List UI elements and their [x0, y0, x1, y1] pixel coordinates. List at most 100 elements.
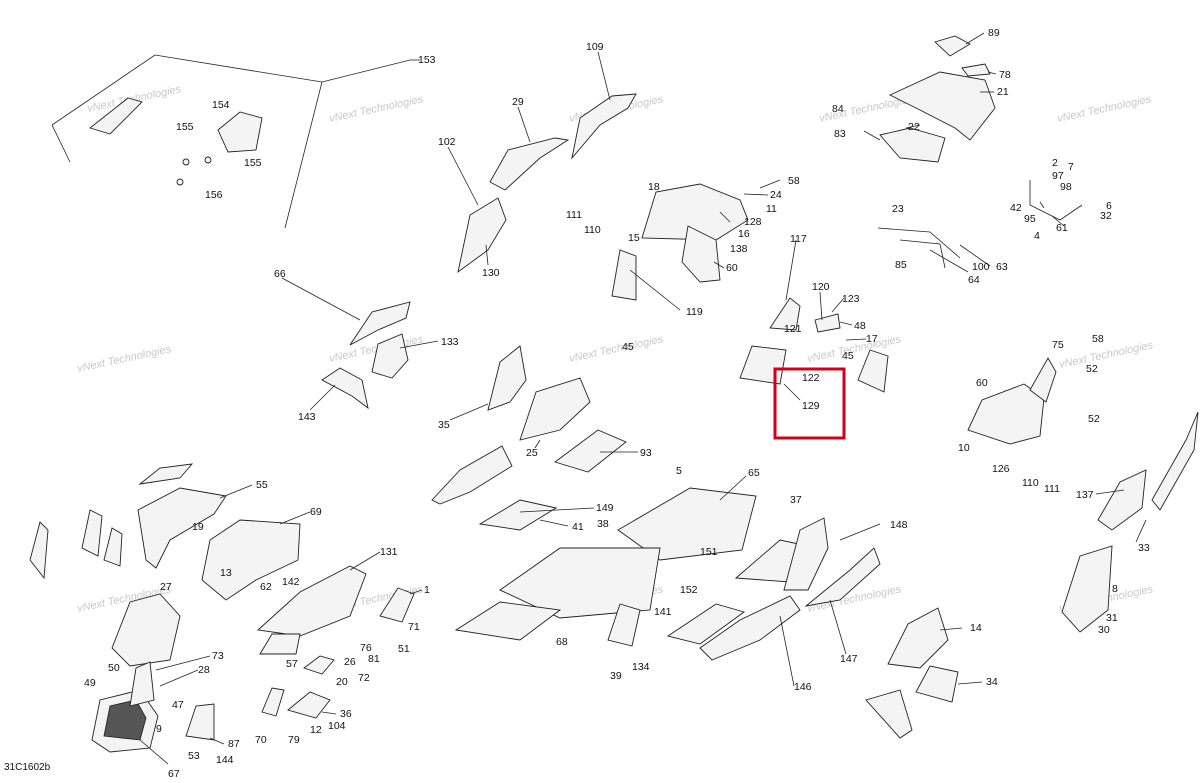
frame-69 [201, 519, 301, 601]
part-27b [81, 509, 103, 557]
watermark: vNext Technologies [568, 333, 664, 365]
panel-131 [256, 565, 367, 637]
panel-36 [287, 691, 331, 719]
part-133 [371, 333, 409, 379]
callout-label: 47 [172, 699, 184, 711]
callout-label: 31 [1106, 612, 1118, 624]
callout-label: 8 [1112, 583, 1118, 595]
mirror-housing [217, 111, 263, 153]
callout-label: 27 [160, 581, 172, 593]
tray-83 [879, 127, 946, 163]
callout-label: 29 [512, 96, 524, 108]
callout-label: 50 [108, 662, 120, 674]
highlight-label: 129 [802, 400, 820, 412]
callout-label: 120 [812, 281, 830, 293]
part-45 [857, 349, 889, 393]
callout-label: 65 [748, 467, 760, 479]
callout-labels: 153 154 155 155 156 109 29 102 130 89 78… [84, 27, 1150, 780]
callout-label: 100 [972, 261, 990, 273]
callout-label: 64 [968, 274, 980, 286]
callout-label: 152 [680, 584, 698, 596]
callout-label: 35 [438, 419, 450, 431]
callout-label: 45 [842, 350, 854, 362]
callout-label: 111 [566, 209, 582, 221]
callout-label: 98 [1060, 181, 1072, 193]
highlight-group[interactable]: 129 [773, 367, 846, 440]
part-bumper [111, 593, 181, 667]
callout-label: 109 [586, 41, 604, 53]
callout-label: 22 [908, 121, 920, 133]
mirror-outline [51, 54, 411, 229]
panel-102 [457, 197, 507, 274]
callout-label: 148 [890, 519, 908, 531]
callout-label: 19 [192, 521, 204, 533]
callout-label: 154 [212, 99, 230, 111]
callout-label: 147 [840, 653, 858, 665]
screw [182, 158, 190, 166]
pillar-109 [571, 93, 637, 160]
callout-label: 18 [648, 181, 660, 193]
watermark: vNext Technologies [328, 93, 424, 125]
callout-label: 102 [438, 136, 456, 148]
callout-label: 104 [328, 720, 346, 732]
callout-label: 55 [256, 479, 268, 491]
callout-label: 58 [1092, 333, 1104, 345]
callout-label: 4 [1034, 230, 1040, 242]
highlight-box[interactable] [773, 367, 846, 440]
callout-label: 72 [358, 672, 370, 684]
callout-label: 71 [408, 621, 420, 633]
callout-label: 73 [212, 650, 224, 662]
watermark: vNext Technologies [76, 343, 172, 375]
callout-label: 58 [788, 175, 800, 187]
callout-label: 149 [596, 502, 614, 514]
diagram-code: 31C1602b [4, 762, 51, 773]
panel-26 [303, 655, 335, 675]
callout-label: 48 [854, 320, 866, 332]
callout-label: 60 [976, 377, 988, 389]
callout-label: 38 [597, 518, 609, 530]
callout-label: 95 [1024, 213, 1036, 225]
callout-label: 23 [892, 203, 904, 215]
callout-label: 37 [790, 494, 802, 506]
callout-label: 141 [654, 606, 672, 618]
callout-label: 119 [686, 306, 703, 318]
watermark: vNext Technologies [1058, 339, 1154, 371]
part-27a [29, 521, 49, 580]
callout-label: 143 [298, 411, 316, 423]
callout-label: 13 [220, 567, 232, 579]
part-27c [103, 527, 123, 567]
strip-33 [1151, 411, 1199, 511]
callout-label: 11 [766, 203, 777, 215]
callout-label: 123 [842, 293, 860, 305]
callout-label: 62 [260, 581, 272, 593]
callout-label: 6 [1106, 200, 1112, 212]
callout-label: 85 [895, 259, 907, 271]
callout-label: 83 [834, 128, 846, 140]
callout-label: 34 [986, 676, 998, 688]
callout-label: 30 [1098, 624, 1110, 636]
bar-98 [1029, 180, 1083, 221]
callout-label: 16 [738, 228, 750, 240]
callout-label: 17 [866, 333, 878, 345]
callout-label: 79 [288, 734, 300, 746]
callout-label: 87 [228, 738, 240, 750]
callout-label: 93 [640, 447, 652, 459]
callout-label: 52 [1088, 413, 1100, 425]
part-143 [321, 367, 369, 410]
callout-label: 155 [244, 157, 262, 169]
callout-label: 146 [794, 681, 812, 693]
callout-label: 51 [398, 643, 410, 655]
panel-35 [487, 345, 527, 411]
callout-label: 5 [676, 465, 682, 477]
callout-label: 142 [282, 576, 300, 588]
part-48 [814, 313, 841, 333]
callout-label: 81 [368, 653, 380, 665]
callout-label: 133 [441, 336, 459, 348]
part-117 [769, 297, 801, 331]
callout-label: 110 [1022, 477, 1039, 489]
callout-label: 42 [1010, 202, 1022, 214]
callout-label: 24 [770, 189, 782, 201]
panel-29 [489, 137, 570, 191]
hood-55 [137, 487, 227, 569]
